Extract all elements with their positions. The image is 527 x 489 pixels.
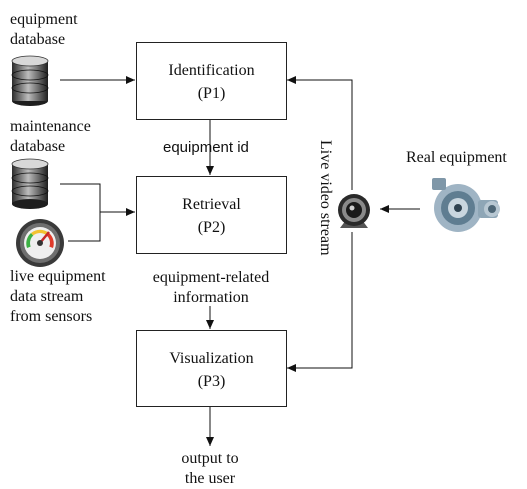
- label-line: maintenance: [10, 118, 91, 135]
- label-line: information: [173, 289, 249, 306]
- label-line: live equipment: [10, 268, 106, 285]
- label-real-equipment: Real equipment: [406, 149, 507, 166]
- box-code: (P3): [197, 373, 226, 390]
- label-equipment-id: equipment id: [163, 139, 249, 156]
- box-title: Identification: [168, 62, 255, 79]
- arrow-video-to-p1: [287, 76, 353, 190]
- label-line: the user: [184, 470, 236, 487]
- gauge-icon: [16, 219, 64, 267]
- box-code: (P1): [197, 85, 226, 102]
- arrow-video-to-p3: [287, 232, 353, 372]
- label-line: output to: [181, 450, 239, 467]
- database-icon: [11, 158, 49, 209]
- box-title: Retrieval: [182, 196, 241, 213]
- label-line: equipment: [10, 11, 78, 28]
- box-code: (P2): [197, 219, 226, 236]
- label-equipment-related-info: equipment-related information: [140, 268, 282, 308]
- label-maintenance-database: maintenance database: [10, 117, 91, 157]
- label-line: equipment-related: [152, 269, 270, 286]
- connector-sensor-stream: [68, 212, 101, 242]
- turbocharger-icon: [432, 178, 500, 232]
- label-equipment-database: equipment database: [10, 10, 78, 50]
- identification-box: Identification (P1): [136, 42, 287, 120]
- label-live-video-stream: Live video stream: [317, 140, 334, 256]
- database-icon: [11, 55, 49, 106]
- label-output: output to the user: [150, 449, 270, 489]
- label-live-data-stream: live equipment data stream from sensors: [10, 267, 106, 327]
- label-line: database: [10, 31, 66, 48]
- label-line: database: [10, 138, 66, 155]
- connector-maintenance-db: [60, 183, 101, 212]
- retrieval-box: Retrieval (P2): [136, 176, 287, 254]
- label-line: data stream: [10, 288, 84, 305]
- webcam-icon: [338, 194, 370, 228]
- visualization-box: Visualization (P3): [136, 330, 287, 407]
- label-line: from sensors: [10, 308, 93, 325]
- box-title: Visualization: [169, 350, 254, 367]
